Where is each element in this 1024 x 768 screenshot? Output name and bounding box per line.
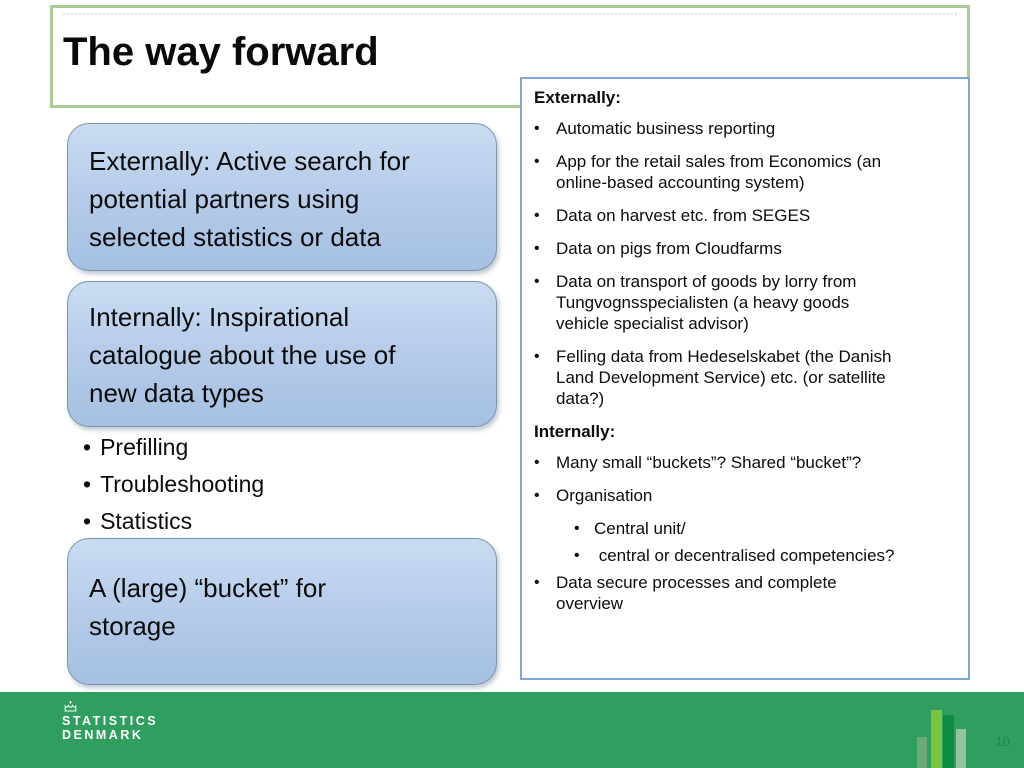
logo-line2: DENMARK <box>62 728 144 742</box>
list-item: Prefilling <box>83 429 264 466</box>
bullet-marker <box>534 205 556 226</box>
bullet-marker <box>574 518 594 539</box>
sub-bullet-item: Central unit/ <box>574 518 958 539</box>
crown-icon <box>64 701 77 712</box>
bullet-item: Many small “buckets”? Shared “bucket”? <box>534 452 958 473</box>
left-box-bucket-text: A (large) “bucket” for storage <box>89 573 326 641</box>
chart-bar <box>917 737 927 768</box>
bullet-text: Felling data from Hedeselskabet (the Dan… <box>556 347 892 408</box>
left-box-externally-text: Externally: Active search for potential … <box>89 146 410 252</box>
title-box: The way forward <box>50 5 970 108</box>
bullet-marker <box>534 485 556 506</box>
bullet-text: Data secure processes and complete overv… <box>556 573 837 613</box>
bullet-marker <box>534 452 556 473</box>
left-box-internally: Internally: Inspirational catalogue abou… <box>67 281 497 427</box>
bullet-marker <box>534 118 556 139</box>
bar-chart-icon <box>0 692 1024 768</box>
left-box-internally-text: Internally: Inspirational catalogue abou… <box>89 302 396 408</box>
bullet-text: Automatic business reporting <box>556 119 776 138</box>
bullet-marker <box>534 572 556 614</box>
page-number: 10 <box>995 734 1010 749</box>
chart-bar <box>956 729 966 768</box>
slide-title: The way forward <box>63 30 379 74</box>
left-box-externally: Externally: Active search for potential … <box>67 123 497 271</box>
bullet-item: Data on harvest etc. from SEGES <box>534 205 958 226</box>
bullet-marker <box>534 238 556 259</box>
section-heading-internally: Internally: <box>534 422 616 441</box>
chart-bar <box>943 715 954 768</box>
bullet-text: Data on transport of goods by lorry from… <box>556 272 857 333</box>
sub-bullet-text: central or decentralised competencies? <box>594 546 895 565</box>
bullet-item: Felling data from Hedeselskabet (the Dan… <box>534 346 958 409</box>
bullet-item: Data secure processes and complete overv… <box>534 572 958 614</box>
sub-bullet-text: Central unit/ <box>594 519 686 538</box>
bullet-item: App for the retail sales from Economics … <box>534 151 958 193</box>
sub-bullet-item: central or decentralised competencies? <box>574 545 958 566</box>
bullet-text: Organisation <box>556 486 653 505</box>
right-panel: Externally: Automatic business reporting… <box>520 77 970 680</box>
bullet-item: Organisation <box>534 485 958 506</box>
left-bullet-list: Prefilling Troubleshooting Statistics <box>83 429 264 540</box>
left-box-bucket: A (large) “bucket” for storage <box>67 538 497 685</box>
bullet-marker <box>534 151 556 193</box>
dotted-guide-line <box>63 13 957 15</box>
bullet-marker <box>574 545 594 566</box>
bullet-item: Data on transport of goods by lorry from… <box>534 271 958 334</box>
bullet-marker <box>534 271 556 334</box>
footer-bar: STATISTICS DENMARK 10 <box>0 692 1024 768</box>
bullet-text: Many small “buckets”? Shared “bucket”? <box>556 453 862 472</box>
section-heading-externally: Externally: <box>534 88 621 107</box>
logo-line1: STATISTICS <box>62 714 159 728</box>
chart-bar <box>931 710 942 768</box>
bullet-item: Automatic business reporting <box>534 118 958 139</box>
list-item: Statistics <box>83 503 264 540</box>
statistics-denmark-logo: STATISTICS DENMARK <box>62 701 158 742</box>
bullet-item: Data on pigs from Cloudfarms <box>534 238 958 259</box>
bullet-marker <box>534 346 556 409</box>
bullet-text: App for the retail sales from Economics … <box>556 152 882 192</box>
bullet-text: Data on harvest etc. from SEGES <box>556 206 811 225</box>
bullet-text: Data on pigs from Cloudfarms <box>556 239 782 258</box>
list-item: Troubleshooting <box>83 466 264 503</box>
